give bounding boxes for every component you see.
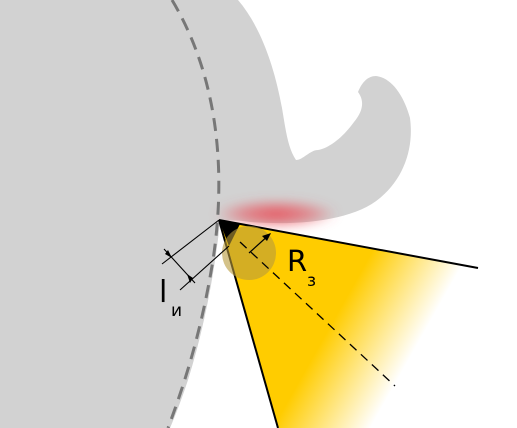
tool-body xyxy=(219,220,478,428)
radius-subscript: з xyxy=(307,271,316,291)
surface-dashed-arc xyxy=(166,0,221,428)
contact-zone xyxy=(214,199,338,229)
dimension-arrowhead-2 xyxy=(187,274,193,283)
tool-rake-face xyxy=(218,219,479,269)
bisector-line xyxy=(239,241,396,387)
dimension-arrowhead-1 xyxy=(165,250,172,258)
workpiece-body xyxy=(0,0,411,428)
length-label: l xyxy=(159,275,167,310)
length-subscript: и xyxy=(171,301,182,321)
tool-tip xyxy=(219,220,240,246)
radius-label: R xyxy=(287,244,307,278)
radius-arrowhead xyxy=(262,233,271,241)
dimension-extension-2 xyxy=(179,245,230,291)
